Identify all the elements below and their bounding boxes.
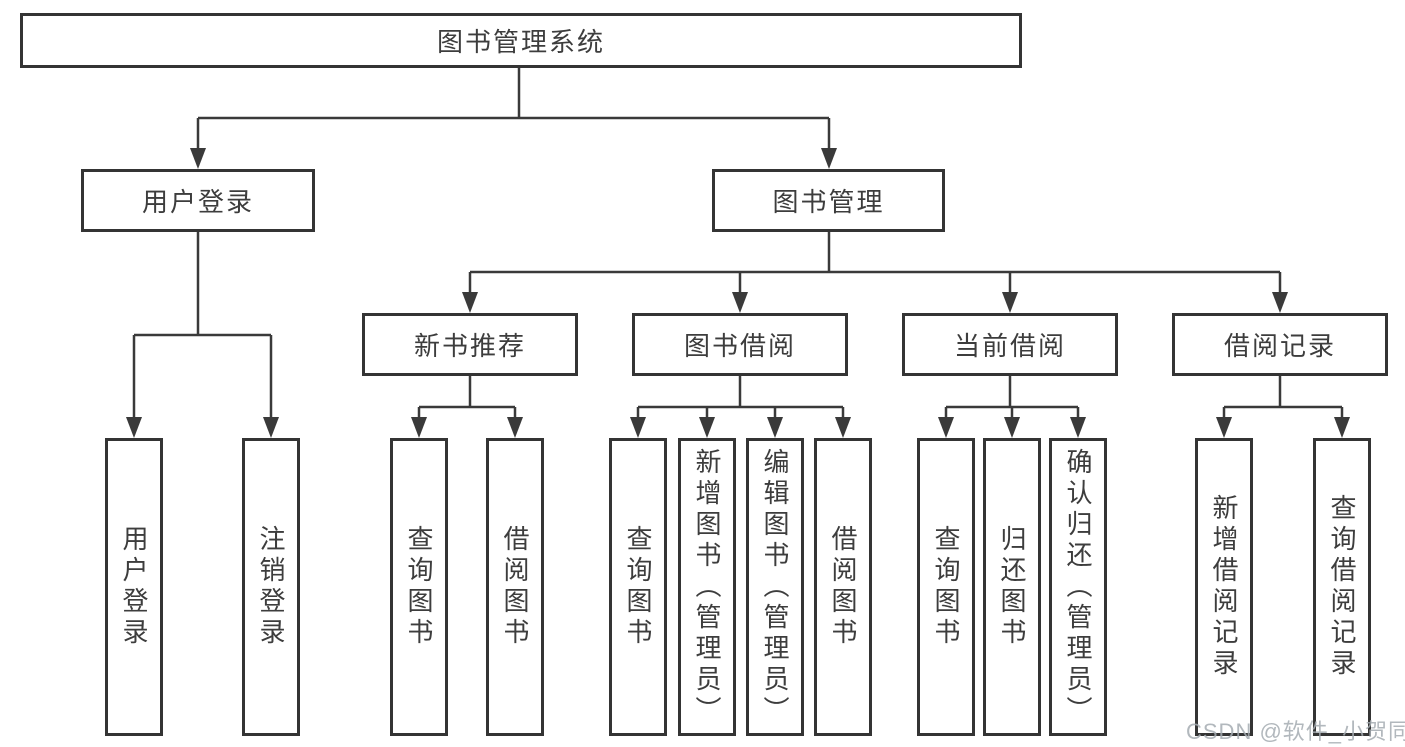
node-borrow-records-label: 借阅记录 bbox=[1223, 331, 1336, 361]
leaf-borrow-borrow-books-label: 借阅图书 bbox=[828, 525, 858, 649]
leaf-current-query-books-label: 查询图书 bbox=[931, 525, 961, 649]
leaf-borrow-query-books-label: 查询图书 bbox=[623, 525, 653, 649]
leaf-records-add-record: 新增借阅记录 bbox=[1195, 438, 1253, 736]
leaf-borrow-edit-books-admin-label: 编辑图书（管理员） bbox=[760, 447, 790, 727]
node-borrow-records: 借阅记录 bbox=[1172, 313, 1388, 376]
leaf-current-return-books: 归还图书 bbox=[983, 438, 1041, 736]
leaf-borrow-add-books-admin-label: 新增图书（管理员） bbox=[692, 447, 722, 727]
leaf-recommend-borrow-books-label: 借阅图书 bbox=[500, 525, 530, 649]
leaf-logout: 注销登录 bbox=[242, 438, 300, 736]
node-root-system: 图书管理系统 bbox=[20, 13, 1022, 68]
leaf-borrow-borrow-books: 借阅图书 bbox=[814, 438, 872, 736]
leaf-current-query-books: 查询图书 bbox=[917, 438, 975, 736]
leaf-user-login: 用户登录 bbox=[105, 438, 163, 736]
leaf-current-confirm-return-admin-label: 确认归还（管理员） bbox=[1063, 447, 1093, 727]
leaf-records-add-record-label: 新增借阅记录 bbox=[1209, 494, 1239, 680]
node-new-book-recommend-label: 新书推荐 bbox=[413, 331, 526, 361]
node-user-login: 用户登录 bbox=[81, 169, 315, 232]
leaf-records-query-record: 查询借阅记录 bbox=[1313, 438, 1371, 736]
node-book-borrow-label: 图书借阅 bbox=[683, 331, 796, 361]
leaf-borrow-add-books-admin: 新增图书（管理员） bbox=[678, 438, 736, 736]
node-current-borrow-label: 当前借阅 bbox=[953, 331, 1066, 361]
node-current-borrow: 当前借阅 bbox=[902, 313, 1118, 376]
leaf-recommend-borrow-books: 借阅图书 bbox=[486, 438, 544, 736]
leaf-recommend-query-books: 查询图书 bbox=[390, 438, 448, 736]
node-user-login-label: 用户登录 bbox=[141, 187, 254, 217]
leaf-recommend-query-books-label: 查询图书 bbox=[404, 525, 434, 649]
connector-paths bbox=[132, 68, 1344, 420]
node-root-system-label: 图书管理系统 bbox=[436, 27, 605, 57]
leaf-borrow-edit-books-admin: 编辑图书（管理员） bbox=[746, 438, 804, 736]
csdn-watermark: CSDN @软件_小贺同学 bbox=[1186, 719, 1405, 744]
leaf-current-confirm-return-admin: 确认归还（管理员） bbox=[1049, 438, 1107, 736]
leaf-logout-label: 注销登录 bbox=[256, 525, 286, 649]
node-book-manage-label: 图书管理 bbox=[772, 187, 885, 217]
leaf-records-query-record-label: 查询借阅记录 bbox=[1327, 494, 1357, 680]
leaf-user-login-label: 用户登录 bbox=[119, 525, 149, 649]
leaf-borrow-query-books: 查询图书 bbox=[609, 438, 667, 736]
node-new-book-recommend: 新书推荐 bbox=[362, 313, 578, 376]
arrowheads bbox=[126, 148, 1350, 438]
node-book-manage: 图书管理 bbox=[712, 169, 945, 232]
leaf-current-return-books-label: 归还图书 bbox=[997, 525, 1027, 649]
node-book-borrow: 图书借阅 bbox=[632, 313, 848, 376]
